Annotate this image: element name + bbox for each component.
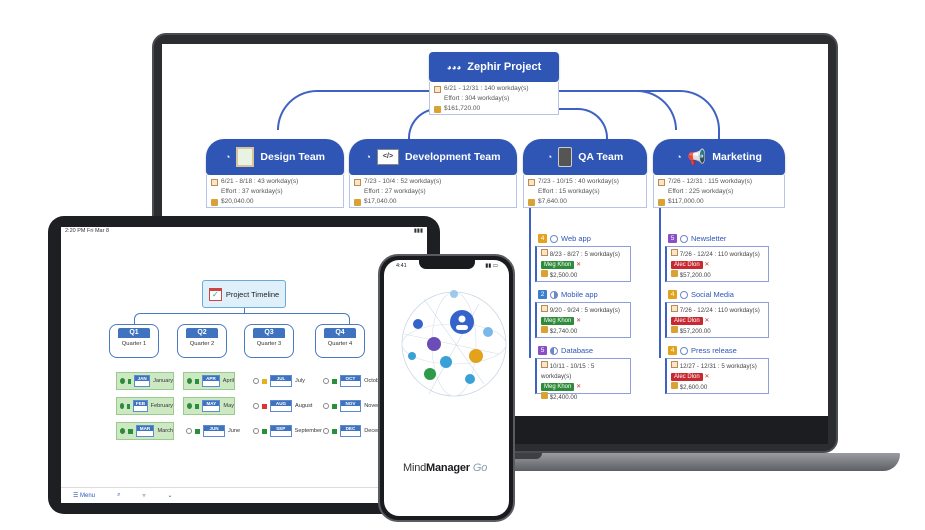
task-newsletter-details: 7/26 - 12/24 : 110 workday(s) Alec Dlon … [665, 246, 769, 282]
resource-tag[interactable]: Alec Dlon [671, 261, 703, 269]
phone-status-bar: 4:41 ▮▮ ▭ [396, 263, 498, 269]
calendar-icon [434, 85, 441, 93]
resource-tag[interactable]: Meg Khon [541, 317, 575, 325]
calendar-check-icon: ✓ [208, 287, 222, 301]
search-icon[interactable]: ⌕ [117, 492, 121, 498]
task-web-app-details: 8/23 - 8/27 : 5 workday(s) Meg Khon ✕ $2… [535, 246, 631, 282]
calendar-icon [211, 178, 218, 186]
progress-icon [550, 234, 558, 243]
task-social-media-details: 7/26 - 12/24 : 110 workday(s) Alec Dlon … [665, 302, 769, 338]
tablet-bottom-toolbar: ☰ Menu ⌕ ▿ ⌄ [61, 487, 427, 503]
task-press-release-details: 12/27 - 12/31 : 5 workday(s) Alec Dlon ✕… [665, 358, 769, 394]
development-team-info: 7/23 - 10/4 : 52 workday(s) Effort : 27 … [349, 175, 517, 208]
month-november[interactable]: NOVNovember [320, 397, 390, 415]
root-title: Zephir Project [467, 61, 542, 73]
signal-battery-icon: ▮▮ ▭ [485, 263, 498, 269]
task-social-media[interactable]: 4 Social Media [668, 290, 734, 299]
money-icon [211, 198, 218, 206]
node-development-team[interactable]: ◔ </> Development Team [349, 139, 517, 175]
progress-icon [680, 290, 688, 299]
code-window-icon: </> [376, 149, 399, 165]
quarter-node-q1[interactable]: Q1 Quarter 1 [109, 324, 159, 358]
megaphone-icon: 📢 [687, 149, 707, 166]
node-marketing[interactable]: ◔ 📢 Marketing [653, 139, 785, 175]
resource-tag[interactable]: Alec Dlon [671, 317, 703, 325]
task-newsletter[interactable]: 5 Newsletter [668, 234, 726, 243]
pie-chart-icon: ◔ [546, 152, 553, 162]
resource-tag[interactable]: Alec Dlon [671, 373, 703, 381]
node-design-team[interactable]: ◔ Design Team [206, 139, 344, 175]
chevron-down-icon[interactable]: ⌄ [167, 493, 173, 499]
task-mobile-app-details: 9/20 - 9/24 : 5 workday(s) Meg Khon ✕ $2… [535, 302, 631, 338]
money-icon [434, 105, 441, 113]
resource-tag[interactable]: Meg Khon [541, 383, 575, 391]
node-qa-team[interactable]: ◔ QA Team [523, 139, 647, 175]
qa-team-info: 7/23 - 10/15 : 40 workday(s) Effort : 15… [523, 175, 647, 208]
calendar-icon [354, 178, 361, 186]
tablet-status-bar: 2:20 PM Fri Mar 8 ▮▮▮ [65, 228, 423, 234]
root-node[interactable]: ◕◕◕ Zephir Project [429, 52, 559, 82]
quarter-node-q4[interactable]: Q4 Quarter 4 [315, 324, 365, 358]
task-mobile-app[interactable]: 2 Mobile app [538, 290, 598, 299]
marketing-info: 7/26 - 12/31 : 115 workday(s) Effort : 2… [653, 175, 785, 208]
phone-notch [419, 260, 475, 269]
money-icon [658, 198, 665, 206]
easel-icon [236, 147, 255, 167]
design-team-info: 6/21 - 8/18 : 43 workday(s) Effort : 37 … [206, 175, 344, 208]
calendar-icon [528, 178, 535, 186]
task-database-details: 10/11 - 10/15 : 5 workday(s) Meg Khon ✕ … [535, 358, 631, 401]
money-icon [528, 198, 535, 206]
quarter-node-q3[interactable]: Q3 Quarter 3 [244, 324, 294, 358]
tablet-timeline-screen: 2:20 PM Fri Mar 8 ▮▮▮ ✓ Project Timeline… [61, 227, 427, 503]
task-web-app[interactable]: 4 Web app [538, 234, 591, 243]
team-avatars-icon: ◕◕◕ [446, 62, 462, 72]
pie-chart-icon: ◔ [676, 152, 682, 162]
month-december[interactable]: DECDecember [320, 422, 390, 440]
calendar-icon [658, 178, 665, 186]
pie-chart-icon: ◔ [365, 152, 371, 162]
root-info: 6/21 - 12/31 : 140 workday(s) Effort : 3… [429, 82, 559, 115]
progress-icon [680, 234, 688, 243]
filter-icon[interactable]: ▿ [142, 493, 146, 499]
progress-icon [680, 346, 688, 355]
devices-icon [558, 147, 573, 167]
quarter-node-q2[interactable]: Q2 Quarter 2 [177, 324, 227, 358]
progress-icon [550, 346, 558, 355]
progress-icon [550, 290, 558, 299]
money-icon [354, 198, 361, 206]
battery-icon: ▮▮▮ [413, 228, 423, 234]
task-press-release[interactable]: 4 Press release [668, 346, 737, 355]
phone-splash-screen [384, 260, 509, 516]
menu-button[interactable]: ☰ Menu [73, 493, 96, 499]
pie-chart-icon: ◔ [224, 152, 231, 162]
network-globe-graphic [401, 290, 507, 397]
task-database[interactable]: 5 Database [538, 346, 593, 355]
timeline-root-node[interactable]: ✓ Project Timeline [202, 280, 286, 308]
resource-tag[interactable]: Meg Khon [541, 261, 575, 269]
